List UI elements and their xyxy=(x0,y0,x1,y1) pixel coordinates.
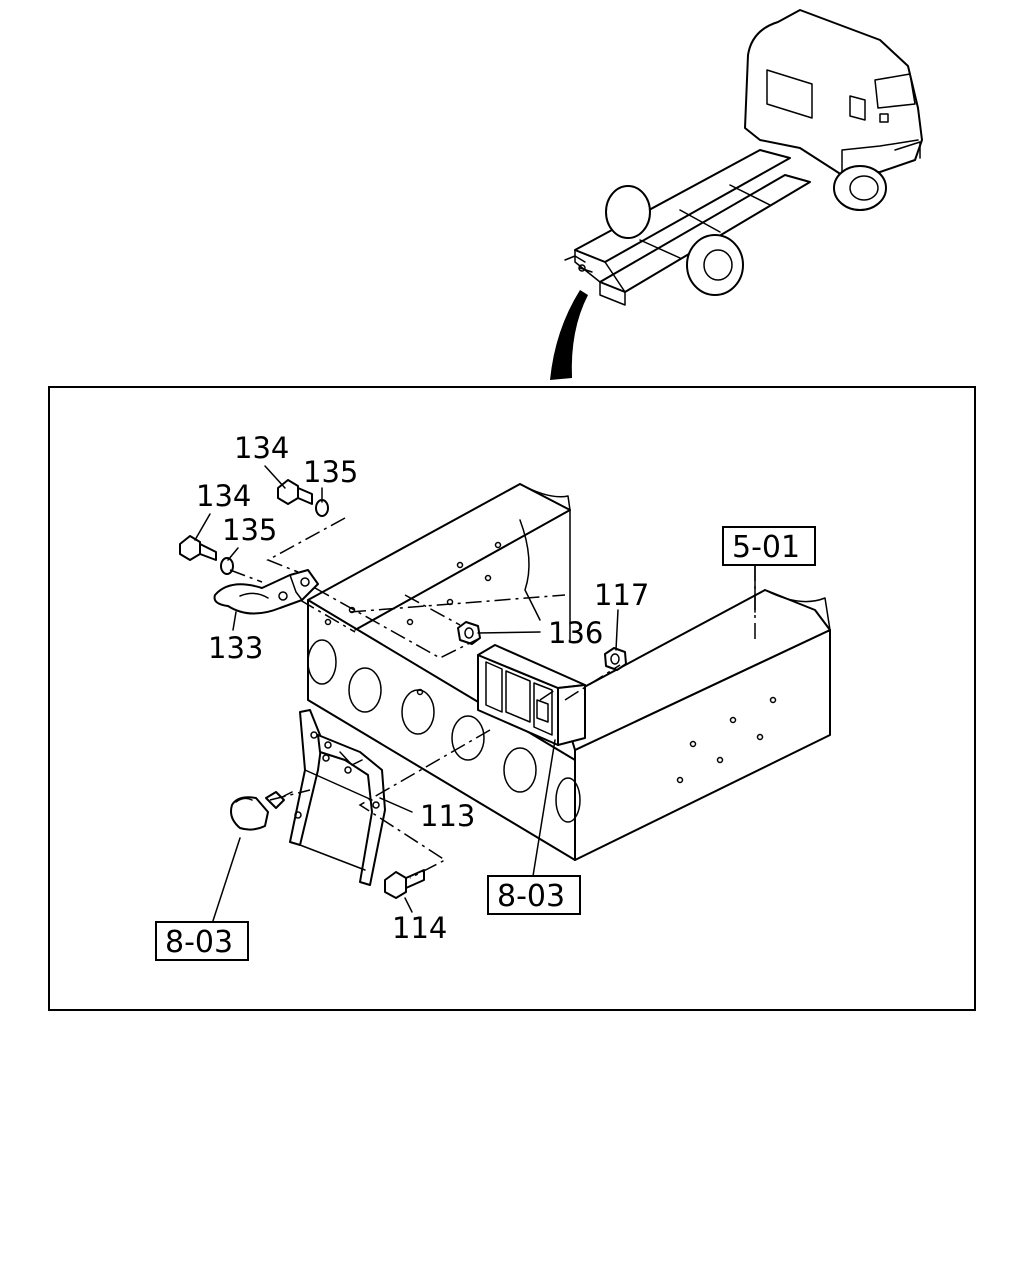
ref-box-8-03-right: 8-03 xyxy=(487,875,581,915)
bolt-114 xyxy=(384,869,425,899)
callout-133: 133 xyxy=(208,631,263,665)
frame-rail-assembly xyxy=(307,483,831,861)
callout-134-upper: 134 xyxy=(234,431,289,465)
ref-box-5-01: 5-01 xyxy=(722,526,816,566)
lamp-bracket xyxy=(289,709,386,886)
tow-hook xyxy=(213,569,319,615)
callout-135-upper: 135 xyxy=(303,455,358,489)
callout-113: 113 xyxy=(420,799,475,833)
detail-frame xyxy=(48,386,976,1011)
side-marker-lamp xyxy=(230,791,293,831)
washer-135-b xyxy=(220,557,234,575)
callout-114: 114 xyxy=(392,911,447,945)
bolt-134-b xyxy=(179,535,217,561)
callout-136: 136 xyxy=(548,616,603,650)
ref-label-8-03-right: 8-03 xyxy=(497,879,565,914)
callout-134-lower: 134 xyxy=(196,479,251,513)
rear-lamp xyxy=(477,644,586,746)
callout-135-lower: 135 xyxy=(222,513,277,547)
alignment-lines xyxy=(229,517,756,879)
callout-117: 117 xyxy=(594,578,649,612)
nut-117 xyxy=(604,647,627,671)
nut-136 xyxy=(457,621,481,645)
truck-overview xyxy=(550,9,923,380)
ref-label-8-03-left: 8-03 xyxy=(165,925,233,960)
leader-lines xyxy=(194,465,756,931)
ref-label-5-01: 5-01 xyxy=(732,530,800,565)
ref-box-8-03-left: 8-03 xyxy=(155,921,249,961)
